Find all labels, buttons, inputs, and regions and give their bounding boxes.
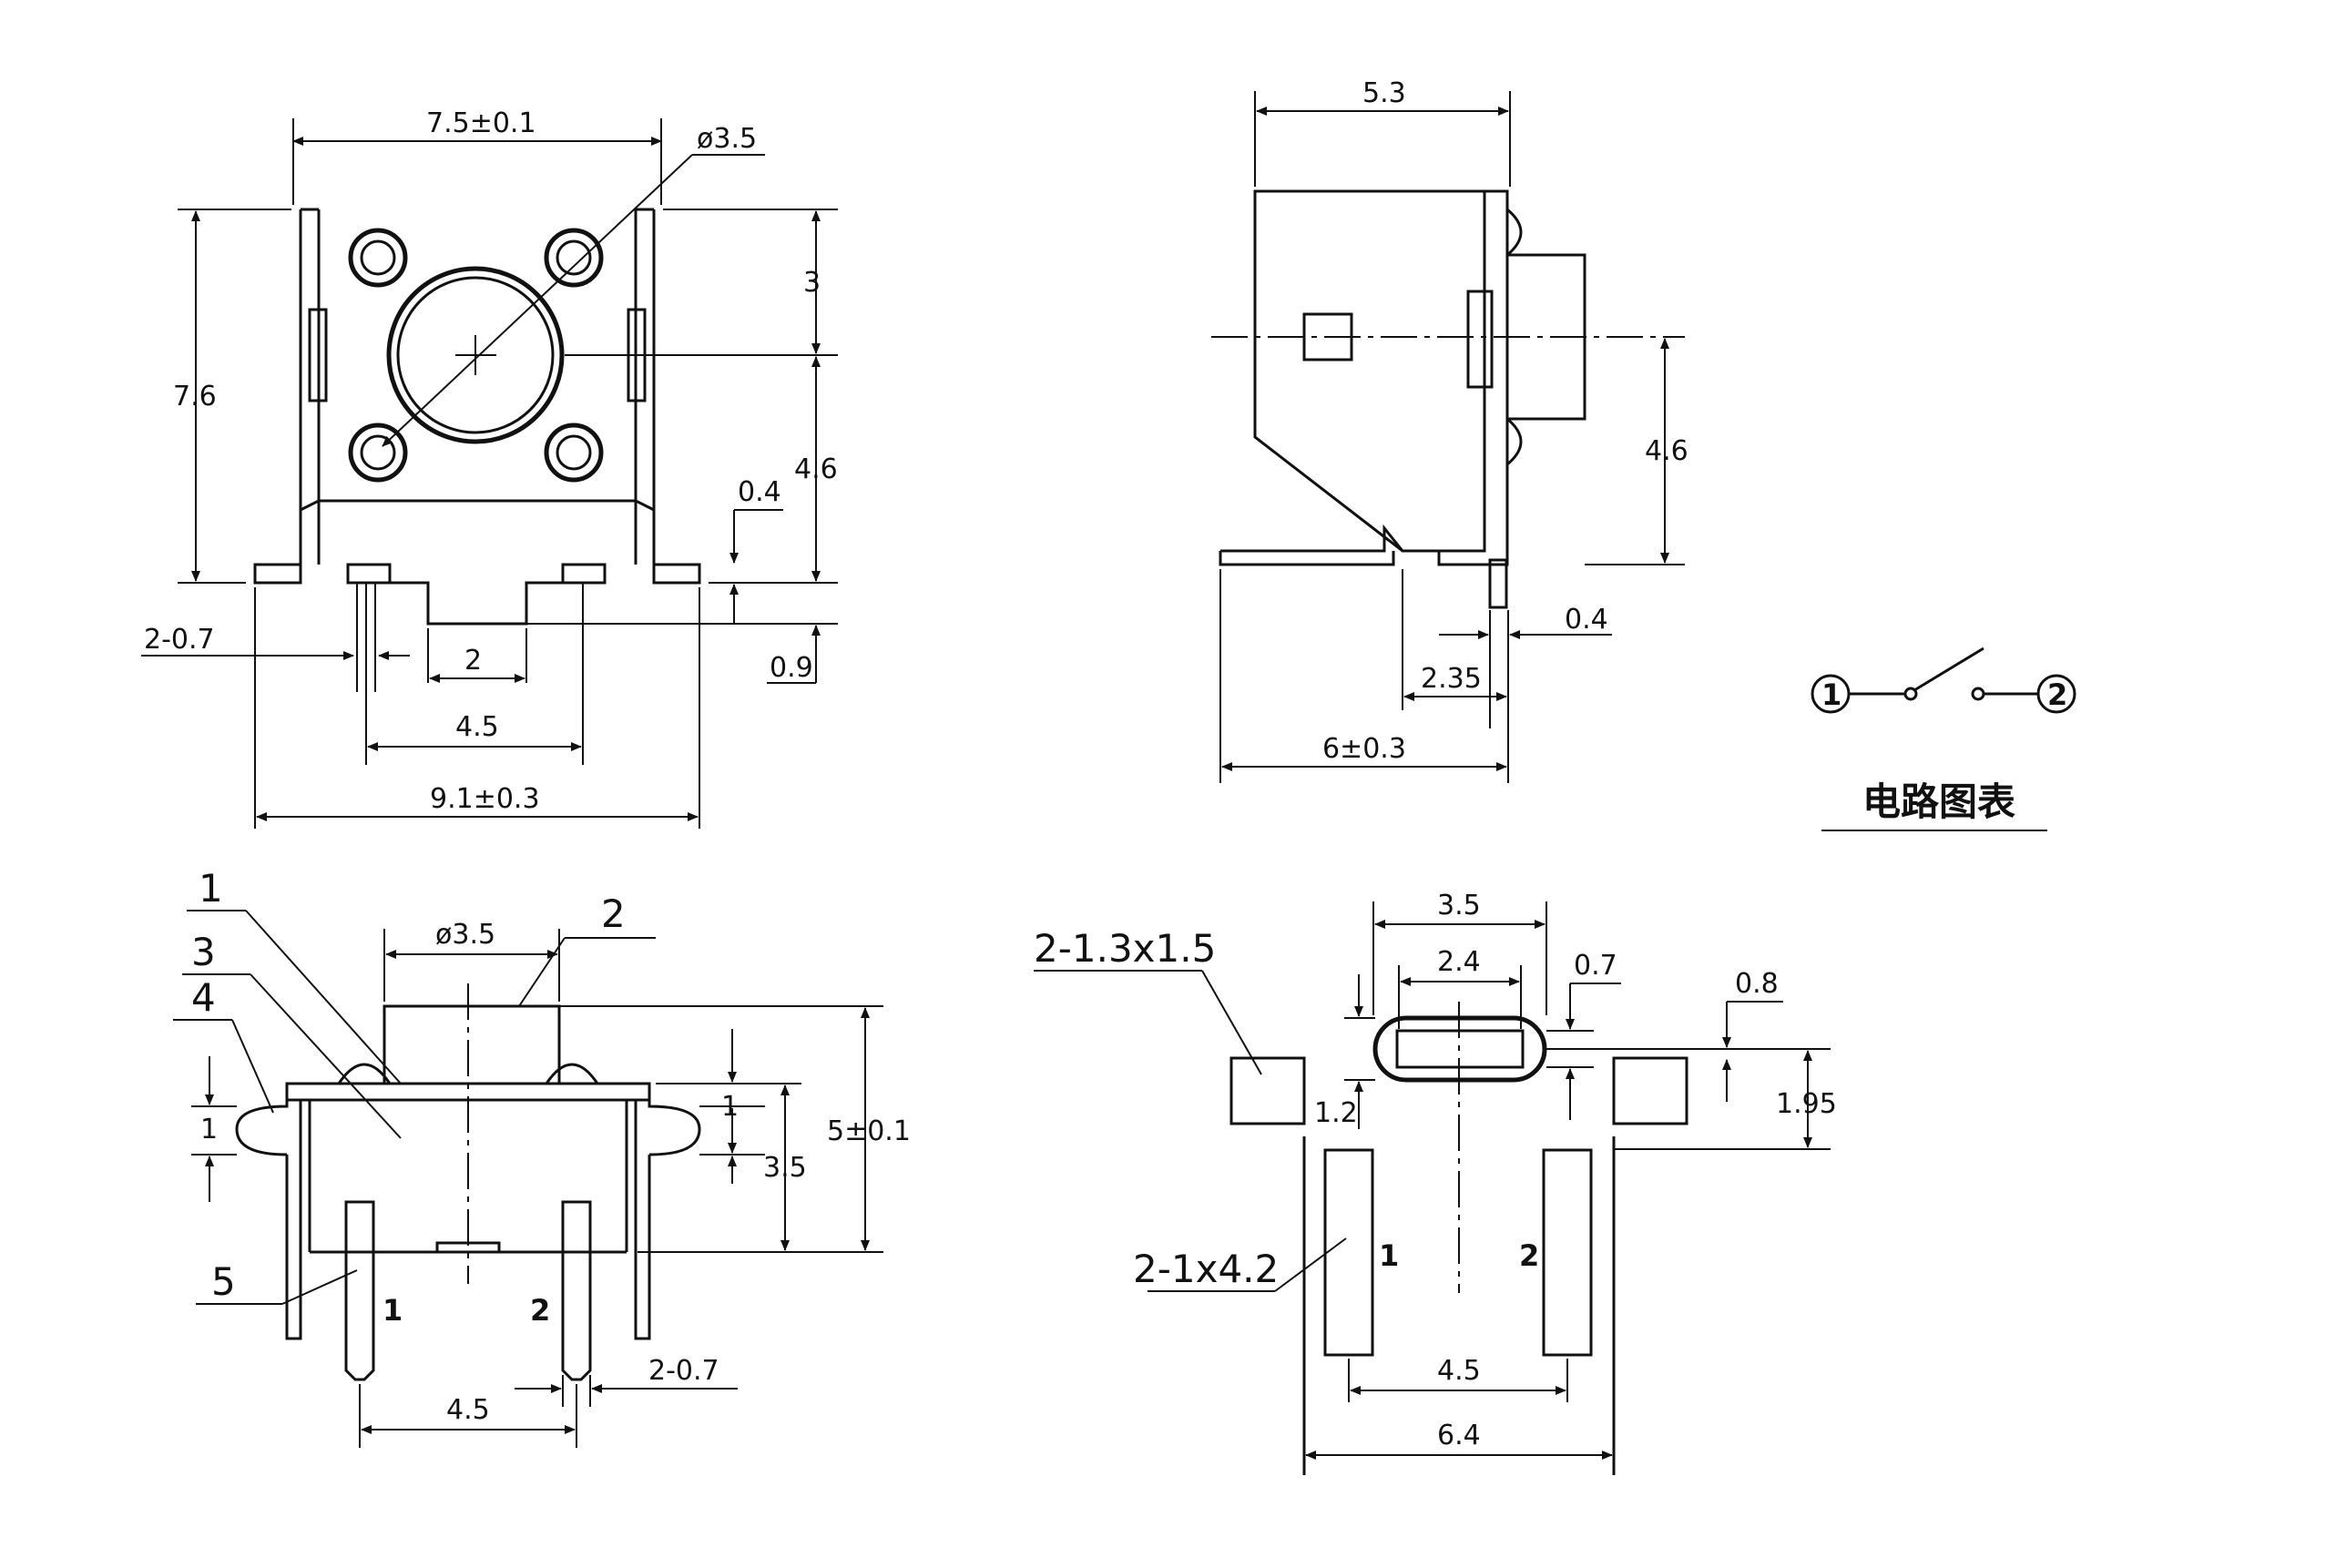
- slot-height-label: 1.2: [1314, 1097, 1358, 1129]
- callout-1: 1: [199, 866, 223, 911]
- square-pad-right: [1612, 1056, 1688, 1125]
- pin-thickness-label: 0.4: [1565, 604, 1608, 636]
- total-height-label: 5±0.1: [827, 1115, 911, 1147]
- slot-gap-label: 0.7: [1574, 950, 1617, 982]
- edge-gap-label: 0.8: [1735, 968, 1779, 1000]
- front-pitch-label: 4.5: [446, 1394, 490, 1426]
- tab-thickness-label: 0.4: [738, 476, 781, 508]
- center-offset-label: 4.6: [794, 453, 838, 485]
- center-gap-label: 2: [464, 645, 482, 677]
- pad-offset-label: 1.95: [1776, 1088, 1837, 1120]
- callout-3: 3: [191, 930, 216, 974]
- bump-left-label: 1: [200, 1114, 218, 1145]
- front-pin1-label: 1: [383, 1293, 403, 1328]
- square-pad-left: [1229, 1056, 1306, 1125]
- terminal-2-label: 2: [2047, 677, 2067, 712]
- front-view: 1 2 ø3.5 1 3 4 2 5 1 1 3.5 5±0.: [173, 866, 911, 1448]
- square-pads-label: 2-1.3x1.5: [1034, 926, 1216, 971]
- pin-pitch-label: 4.5: [455, 711, 499, 743]
- top-offset-label: 3: [803, 267, 821, 299]
- pin-width-label: 2-0.7: [144, 624, 215, 656]
- front-pin2-label: 2: [530, 1293, 550, 1328]
- standoff-label: 0.9: [770, 652, 813, 684]
- pad2-label: 2: [1519, 1238, 1539, 1273]
- inner-width-label: 2.4: [1437, 946, 1481, 978]
- side-overall-label: 6±0.3: [1322, 733, 1406, 765]
- switch-lever: [1913, 647, 1984, 692]
- footprint-view: 1 2 3.5 2.4 0.7 0.8 1.95 2-1.3x1.5 1.2 2…: [1034, 890, 1837, 1475]
- circuit-diagram: 1 2 电路图表: [1811, 647, 2076, 831]
- side-view: 5.3 4.6 0.4 2.35 6±0.3: [1211, 77, 1688, 783]
- bump-right-label: 1: [721, 1091, 739, 1123]
- rect-pad-2: [1542, 1148, 1593, 1357]
- body-height-label: 3.5: [763, 1152, 807, 1184]
- terminal-2-circle: [2036, 674, 2076, 714]
- overall-width-label: 9.1±0.3: [430, 783, 540, 815]
- callout-2: 2: [601, 891, 626, 936]
- top-width-label: 7.5±0.1: [426, 107, 536, 139]
- front-diameter-label: ø3.5: [435, 919, 495, 951]
- top-view: ø3.5 7.5±0.1 7.6 3 4.6 0.4 0.9 2-0.7 2 4…: [141, 107, 838, 829]
- pad-pitch-label: 4.5: [1437, 1355, 1481, 1387]
- side-depth-label: 5.3: [1362, 77, 1406, 109]
- overall-width-fp-label: 6.4: [1437, 1420, 1481, 1451]
- rect-pads-label: 2-1x4.2: [1133, 1247, 1279, 1291]
- pad1-label: 1: [1379, 1238, 1399, 1273]
- top-height-label: 7.6: [173, 381, 217, 412]
- outer-width-label: 3.5: [1437, 890, 1481, 921]
- side-height-label: 4.6: [1645, 435, 1688, 467]
- circuit-caption: 电路图表: [1862, 779, 2015, 824]
- terminal-1-label: 1: [1821, 677, 1841, 712]
- top-diameter-label: ø3.5: [697, 123, 757, 155]
- side-offset-label: 2.35: [1421, 663, 1482, 695]
- callout-4: 4: [191, 975, 216, 1020]
- rect-pad-1: [1323, 1148, 1374, 1357]
- callout-5: 5: [211, 1259, 236, 1304]
- front-pin-width-label: 2-0.7: [648, 1355, 719, 1387]
